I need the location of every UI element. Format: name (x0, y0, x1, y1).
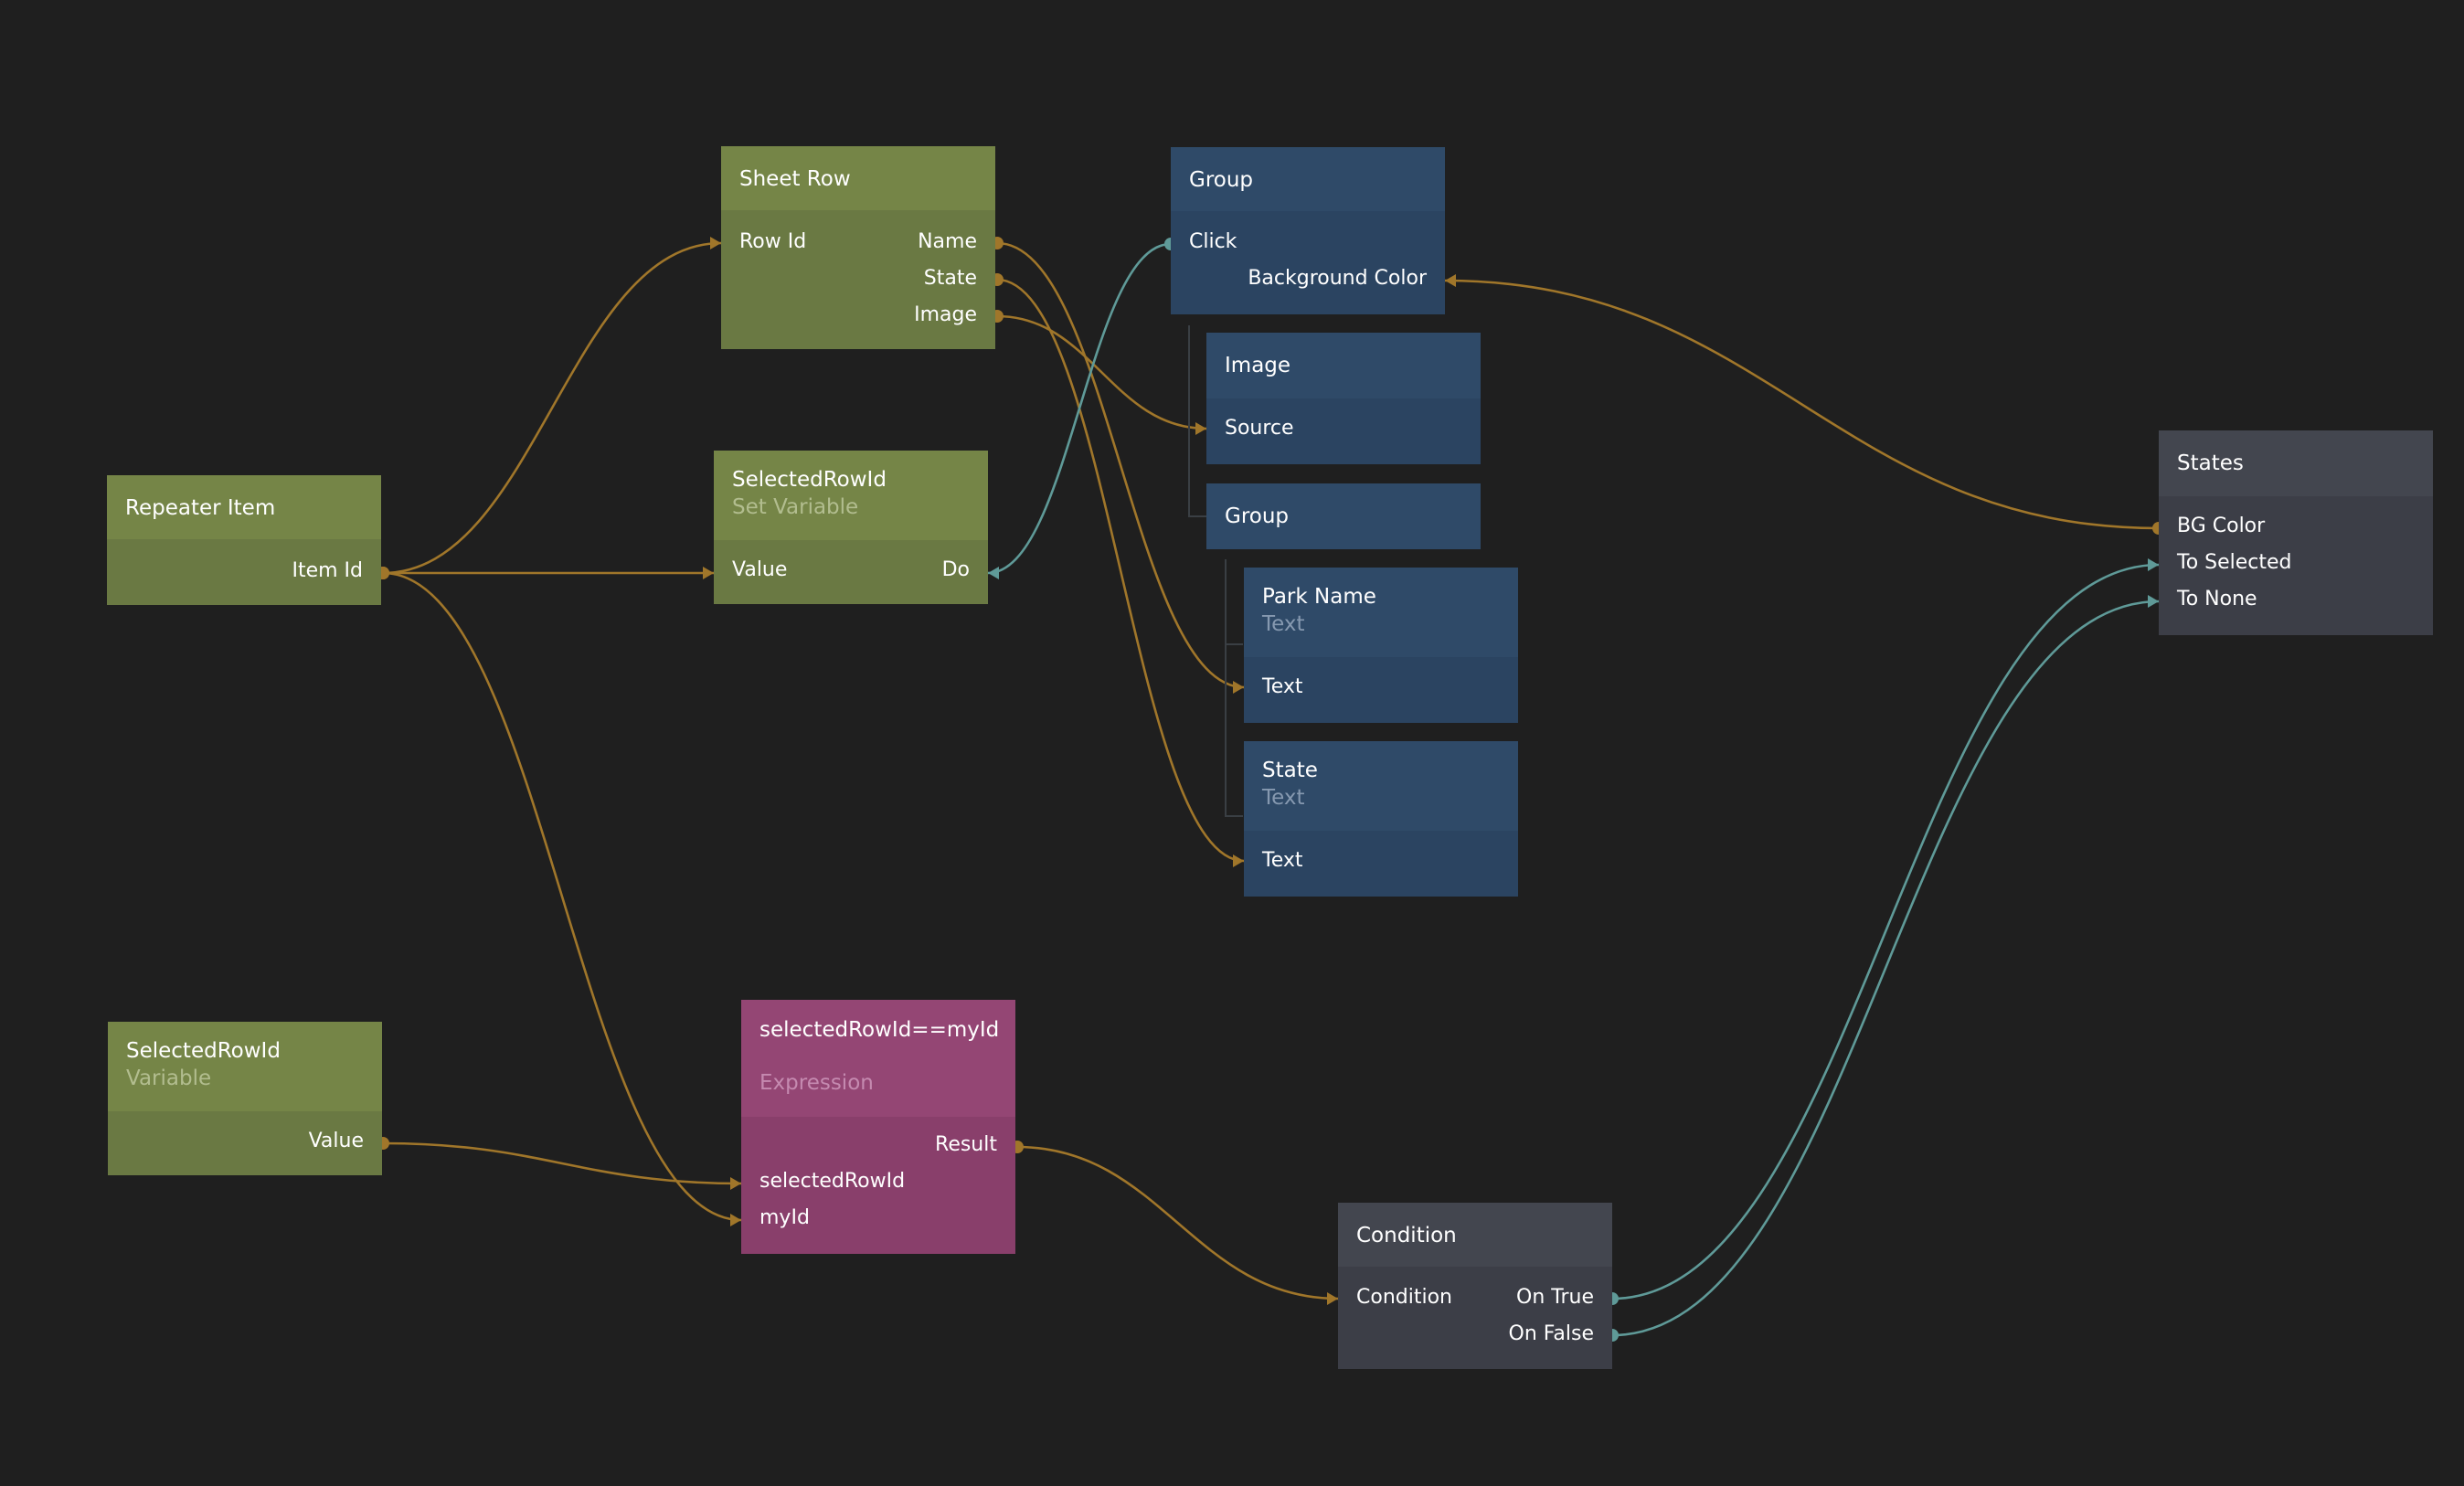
set-variable-node[interactable]: SelectedRowId Set Variable Value Do (714, 451, 988, 604)
hierarchy-line (1188, 325, 1190, 517)
state-text-node[interactable]: State Text Text (1244, 741, 1518, 897)
input-port-arrow[interactable] (703, 567, 714, 579)
node-subtitle: Expression (759, 1071, 874, 1095)
port-value[interactable]: Value (732, 558, 788, 581)
port-source[interactable]: Source (1225, 417, 1294, 440)
hierarchy-line (1225, 643, 1243, 645)
node-header: Sheet Row (721, 146, 995, 210)
group-node[interactable]: Group (1206, 483, 1481, 549)
connection-wire[interactable] (987, 242, 1172, 575)
hierarchy-line (1225, 815, 1243, 817)
condition-node[interactable]: Condition Condition On True On False (1338, 1203, 1612, 1369)
node-header: SelectedRowId Variable (108, 1022, 382, 1111)
node-title: Park Name (1262, 585, 1376, 609)
input-port-arrow[interactable] (1445, 274, 1456, 287)
connection-wire[interactable] (1611, 563, 2160, 1300)
connection-wire[interactable] (382, 1141, 742, 1185)
input-port-arrow[interactable] (730, 1214, 741, 1226)
node-title: State (1262, 759, 1318, 782)
port-to-selected[interactable]: To Selected (2177, 551, 2292, 574)
connection-wire[interactable] (1444, 279, 2160, 530)
node-header: State Text (1244, 741, 1518, 831)
node-header: Image (1206, 333, 1481, 398)
input-port-arrow[interactable] (730, 1177, 741, 1190)
node-title: Sheet Row (739, 167, 851, 191)
port-name[interactable]: Name (918, 230, 977, 253)
node-subtitle: Text (1262, 786, 1305, 810)
port-to-none[interactable]: To None (2177, 588, 2257, 610)
node-header: Condition (1338, 1203, 1612, 1267)
node-title: SelectedRowId (732, 468, 887, 492)
connection-wire[interactable] (1611, 600, 2160, 1337)
hierarchy-line (1225, 559, 1227, 817)
port-do[interactable]: Do (941, 558, 970, 581)
connection-wire[interactable] (382, 571, 742, 1222)
port-on-true[interactable]: On True (1516, 1286, 1594, 1309)
input-port-arrow[interactable] (2148, 558, 2159, 571)
hierarchy-line (1188, 515, 1206, 517)
node-subtitle: Variable (126, 1067, 212, 1090)
node-title: Image (1225, 354, 1291, 377)
expression-node[interactable]: selectedRowId==myId Expression Result se… (741, 1000, 1015, 1254)
port-bg-color[interactable]: BG Color (2177, 515, 2266, 537)
node-header: Group (1171, 147, 1445, 211)
group-node[interactable]: Group Click Background Color (1171, 147, 1445, 314)
port-condition[interactable]: Condition (1356, 1286, 1452, 1309)
input-port-arrow[interactable] (710, 237, 721, 249)
sheet-row-node[interactable]: Sheet Row Row Id Name State Image (721, 146, 995, 349)
port-background-color[interactable]: Background Color (1248, 267, 1427, 290)
connection-wire[interactable] (1016, 1145, 1339, 1300)
input-port-arrow[interactable] (988, 567, 999, 579)
node-header: Repeater Item (107, 475, 381, 539)
port-on-false[interactable]: On False (1508, 1322, 1594, 1345)
variable-node[interactable]: SelectedRowId Variable Value (108, 1022, 382, 1175)
port-image[interactable]: Image (914, 303, 977, 326)
node-title: Group (1225, 504, 1290, 528)
input-port-arrow[interactable] (1233, 854, 1244, 867)
states-node[interactable]: States BG Color To Selected To None (2159, 430, 2433, 635)
port-row-id[interactable]: Row Id (739, 230, 807, 253)
repeater-item-node[interactable]: Repeater Item Item Id (107, 475, 381, 605)
port-item-id[interactable]: Item Id (292, 559, 363, 582)
connection-wire[interactable] (382, 241, 722, 575)
node-header: selectedRowId==myId Expression (741, 1000, 1015, 1117)
input-port-arrow[interactable] (1327, 1292, 1338, 1305)
node-title: Condition (1356, 1224, 1457, 1247)
node-title: selectedRowId==myId (759, 1018, 1000, 1042)
node-title: Repeater Item (125, 496, 276, 520)
port-state[interactable]: State (923, 267, 977, 290)
input-port-arrow[interactable] (1233, 681, 1244, 694)
node-title: SelectedRowId (126, 1039, 281, 1063)
port-click[interactable]: Click (1189, 230, 1237, 253)
node-title: Group (1189, 168, 1254, 192)
port-myid[interactable]: myId (759, 1206, 810, 1229)
park-name-text-node[interactable]: Park Name Text Text (1244, 568, 1518, 723)
port-result[interactable]: Result (935, 1133, 997, 1156)
image-node[interactable]: Image Source (1206, 333, 1481, 464)
node-title: States (2177, 451, 2244, 475)
input-port-arrow[interactable] (1195, 422, 1206, 435)
input-port-arrow[interactable] (2148, 595, 2159, 608)
node-header: States (2159, 430, 2433, 496)
port-selectedrowid[interactable]: selectedRowId (759, 1170, 906, 1193)
port-value[interactable]: Value (308, 1130, 364, 1152)
node-header: Park Name Text (1244, 568, 1518, 657)
node-subtitle: Set Variable (732, 495, 859, 519)
port-text[interactable]: Text (1262, 849, 1303, 872)
node-header: Group (1206, 483, 1481, 549)
node-header: SelectedRowId Set Variable (714, 451, 988, 540)
port-text[interactable]: Text (1262, 675, 1303, 698)
node-subtitle: Text (1262, 612, 1305, 636)
connection-wire[interactable] (996, 314, 1207, 430)
